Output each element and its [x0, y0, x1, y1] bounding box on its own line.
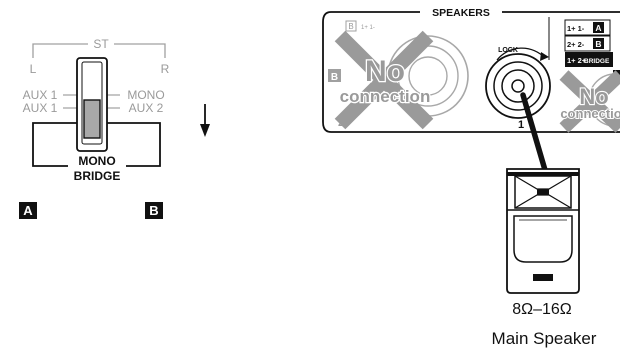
main-speaker-caption: Main Speaker	[492, 329, 597, 348]
impedance-label: 8Ω–16Ω	[512, 301, 572, 318]
mono-label: MONO	[127, 88, 164, 102]
down-arrow-icon	[200, 104, 210, 137]
legend-row-a-pins: 1+ 1-	[567, 24, 585, 33]
main-speaker-icon[interactable]	[506, 168, 580, 294]
no-connection-mark-left: No connection	[334, 30, 434, 130]
speaker-panel: SPEAKERS B 1+ 1- B 2 No connection	[322, 5, 620, 173]
legend-row-b-pins: 2+ 2-	[567, 40, 585, 49]
tag-a-label: A	[23, 203, 33, 218]
jack-1-center[interactable]: LOCK 1	[485, 47, 551, 131]
tag-b-label: B	[149, 203, 158, 218]
no-connection-left-line1: No	[365, 55, 405, 88]
speaker-cable	[520, 92, 548, 173]
lock-label: LOCK	[498, 47, 518, 54]
jack-left-tag: B	[331, 72, 338, 83]
r-label: R	[161, 62, 170, 76]
tag-b	[145, 202, 163, 219]
st-label: ST	[93, 37, 109, 51]
pin-legend: 1+ 1- A 2+ 2- B 1+ 2+ BRIDGE	[548, 17, 613, 67]
no-connection-mark-right: No connection	[559, 70, 620, 133]
aux1-label-top: AUX 1	[23, 88, 58, 102]
legend-row-b-tag: B	[595, 39, 601, 49]
jack-left-small-tag: B	[348, 22, 353, 31]
switch-knob[interactable]	[83, 99, 101, 139]
l-label: L	[30, 62, 37, 76]
legend-row-bridge-pins: 1+ 2+	[567, 56, 587, 65]
speakers-title: SPEAKERS	[432, 7, 490, 19]
legend-row-a-tag: A	[595, 23, 601, 33]
legend-row-bridge-tag: BRIDGE	[584, 58, 610, 65]
mode-switch-panel: ST L R AUX 1 AUX 1 MONO AUX 2 MONO BRIDG…	[19, 36, 210, 219]
mono-bridge-label-line2: BRIDGE	[74, 169, 121, 183]
no-connection-right-line2: connection	[560, 106, 620, 121]
jack-left-small-legend: 1+ 1-	[361, 25, 375, 31]
aux1-label-bottom: AUX 1	[23, 101, 58, 115]
aux2-label: AUX 2	[129, 101, 164, 115]
tag-a	[19, 202, 37, 219]
no-connection-left-line2: connection	[340, 87, 431, 106]
mono-bridge-label-line1: MONO	[78, 154, 115, 168]
jack-center-number: 1	[518, 119, 524, 131]
mode-slide-switch[interactable]	[76, 57, 108, 152]
no-connection-right-line1: No	[579, 84, 608, 109]
